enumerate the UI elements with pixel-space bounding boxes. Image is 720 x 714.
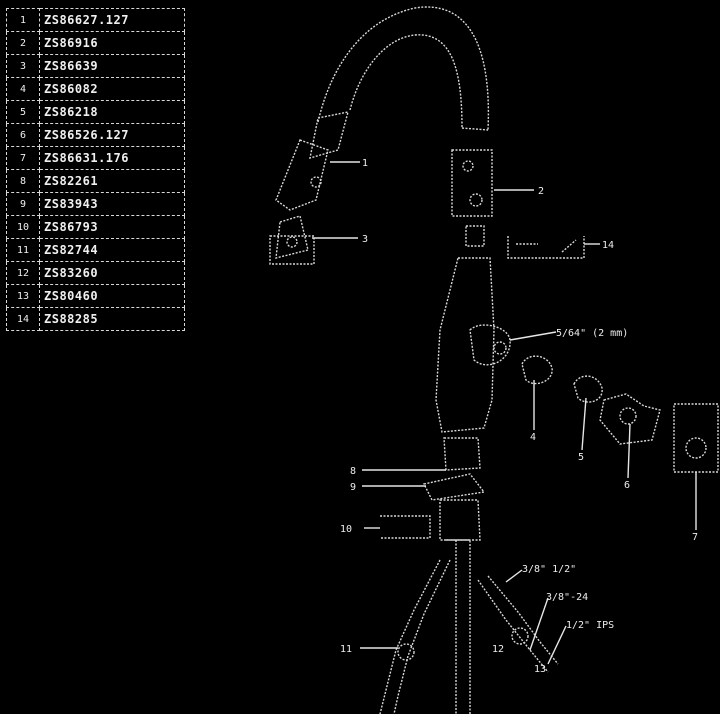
callout-9: 9 [350, 482, 356, 493]
callout-7: 7 [692, 532, 698, 543]
faucet-body [435, 257, 511, 433]
callout-10: 10 [340, 524, 352, 535]
callout-11: 11 [340, 644, 352, 655]
supply-hoses [379, 559, 559, 714]
part-code: ZS86639 [39, 54, 185, 78]
part-code: ZS86526.127 [39, 123, 185, 147]
handle-assembly [521, 355, 719, 473]
callout-12: 12 [492, 644, 504, 655]
callout-8: 8 [350, 466, 356, 477]
part-number: 1 [6, 8, 40, 32]
hex-key-detail [507, 236, 585, 259]
callout-14: 14 [602, 240, 614, 251]
part-number: 8 [6, 169, 40, 193]
leader-lines [312, 161, 697, 665]
part-code: ZS83943 [39, 192, 185, 216]
spec-notes: 5/64" (2 mm) 3/8" 1/2" 3/8"-24 1/2" IPS [522, 328, 628, 631]
part-code: ZS83260 [39, 261, 185, 285]
thread-note: 3/8"-24 [546, 592, 588, 603]
gooseneck-spout [317, 6, 490, 131]
mounting-base [422, 437, 486, 714]
part-number: 5 [6, 100, 40, 124]
callout-3: 3 [362, 234, 368, 245]
part-number: 13 [6, 284, 40, 308]
gasket-note: 3/8" 1/2" [522, 564, 576, 575]
part-number: 9 [6, 192, 40, 216]
part-number: 12 [6, 261, 40, 285]
callout-6: 6 [624, 480, 630, 491]
callout-4: 4 [530, 432, 536, 443]
spray-head [269, 111, 349, 265]
callout-5: 5 [578, 452, 584, 463]
callout-labels: 1 3 2 14 4 5 6 7 8 9 10 11 12 13 [340, 158, 698, 675]
callout-2: 2 [538, 186, 544, 197]
hex-key-note: 5/64" (2 mm) [556, 328, 628, 339]
spout-bracket [451, 149, 493, 247]
callout-1: 1 [362, 158, 368, 169]
part-number: 10 [6, 215, 40, 239]
part-code: ZS86631.176 [39, 146, 185, 170]
part-code: ZS86793 [39, 215, 185, 239]
supply-note: 1/2" IPS [566, 620, 614, 631]
part-code: ZS86082 [39, 77, 185, 101]
part-code: ZS88285 [39, 307, 185, 331]
part-code: ZS80460 [39, 284, 185, 308]
part-code: ZS82261 [39, 169, 185, 193]
callout-13: 13 [534, 664, 546, 675]
